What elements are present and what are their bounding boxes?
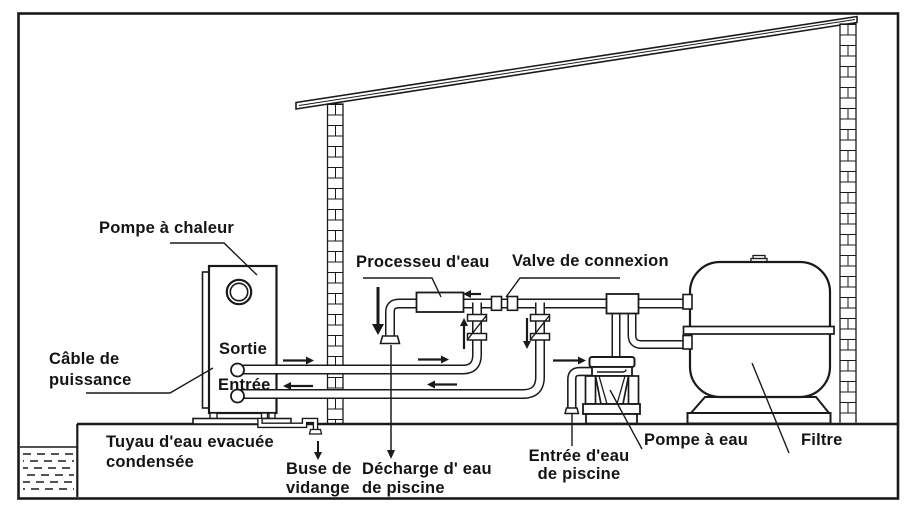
discharge-pipe-mouth <box>379 335 401 345</box>
filter-clamp-band <box>682 325 835 335</box>
label-condensate-line1: Tuyau d'eau evacuée <box>106 433 274 451</box>
pump-base <box>582 403 641 415</box>
flow-arrow-down-discharge-icon <box>372 287 384 335</box>
label-pool-water-inlet-line1: Entrée d'eau <box>528 447 630 465</box>
label-power-cable: Câble de puissance <box>49 349 132 390</box>
flow-arrow-left-inlet2-icon <box>427 380 457 389</box>
label-heat-pump: Pompe à chaleur <box>99 219 235 237</box>
leader-water-pump <box>609 389 643 450</box>
check-valve-inlet <box>529 313 551 341</box>
filter-top-port <box>682 293 693 310</box>
label-water-pump: Pompe à eau <box>644 431 748 449</box>
heat-pump-foot <box>268 412 276 420</box>
pool-water <box>19 446 77 490</box>
leader-filter <box>751 362 790 454</box>
label-drain-nozzle: Buse de vidange <box>286 460 352 497</box>
condensate-drain-pipe <box>257 417 323 435</box>
flow-arrow-left-inlet-icon <box>283 382 313 390</box>
flow-arrow-left-top-pipe-icon <box>463 290 481 298</box>
inlet-port <box>230 388 245 404</box>
junction-fitting <box>605 293 640 315</box>
pipe-pump-suction <box>564 366 593 415</box>
leader-heat-pump <box>170 242 258 276</box>
label-condensate-pipe: Tuyau d'eau evacuée condensée <box>106 432 274 472</box>
flow-arrow-down-valve-icon <box>523 318 531 349</box>
leader-water-processor <box>363 277 442 298</box>
label-pool-discharge-line2: de piscine <box>362 478 445 497</box>
pipe-junction-to-filter <box>627 312 684 349</box>
brick-column-left <box>326 103 344 425</box>
flow-arrow-right-pump-icon <box>553 356 586 365</box>
leader-arrow-discharge-icon <box>387 345 395 459</box>
connection-valve-fitting <box>490 295 519 312</box>
label-inlet: Entrée <box>218 376 271 394</box>
heat-pump-foot <box>260 412 269 420</box>
label-drain-line1: Buse de <box>286 460 352 478</box>
label-power-cable-line1: Câble de <box>49 350 120 368</box>
label-drain-line2: vidange <box>286 478 350 497</box>
label-pool-discharge: Décharge d' eau de piscine <box>362 460 492 497</box>
heat-pump-foot <box>209 412 218 420</box>
filter-tank <box>682 254 835 425</box>
check-valve-outlet <box>466 313 488 341</box>
drain-nozzle <box>308 428 323 435</box>
label-connection-valve: Valve de connexion <box>512 252 669 270</box>
filter-base <box>686 412 832 425</box>
label-pool-water-inlet: Entrée d'eau de piscine <box>518 447 640 483</box>
flow-arrow-right-outlet-icon <box>283 356 314 365</box>
pipe-inlet-run <box>240 302 545 399</box>
heat-pump-unit <box>192 264 292 425</box>
water-pump <box>582 356 641 425</box>
leader-power-cable <box>86 367 214 394</box>
flow-arrow-up-valve-icon <box>460 318 468 349</box>
pipe-top-run <box>379 298 684 345</box>
label-pool-discharge-line1: Décharge d' eau <box>362 460 492 478</box>
outlet-port <box>230 362 245 378</box>
filter-bottom-port <box>682 334 693 350</box>
pipe-outlet-run <box>240 302 482 375</box>
leader-connection-valve <box>505 277 620 298</box>
brick-column-right <box>839 23 857 425</box>
suction-pipe-mouth <box>564 407 580 415</box>
label-outlet: Sortie <box>219 340 267 358</box>
building-roof <box>295 15 858 110</box>
filter-pedestal <box>688 396 832 414</box>
label-water-processor: Processeu d'eau <box>356 253 490 271</box>
leader-arrow-drain-icon <box>314 441 322 460</box>
water-processor-box <box>415 291 465 313</box>
flow-arrow-right-outlet2-icon <box>418 355 449 364</box>
label-condensate-line2: condensée <box>106 453 194 471</box>
label-power-cable-line2: puissance <box>49 370 132 389</box>
label-pool-water-inlet-line2: de piscine <box>537 465 621 483</box>
heat-pump-base-plate <box>192 417 292 425</box>
label-filter: Filtre <box>801 431 843 449</box>
